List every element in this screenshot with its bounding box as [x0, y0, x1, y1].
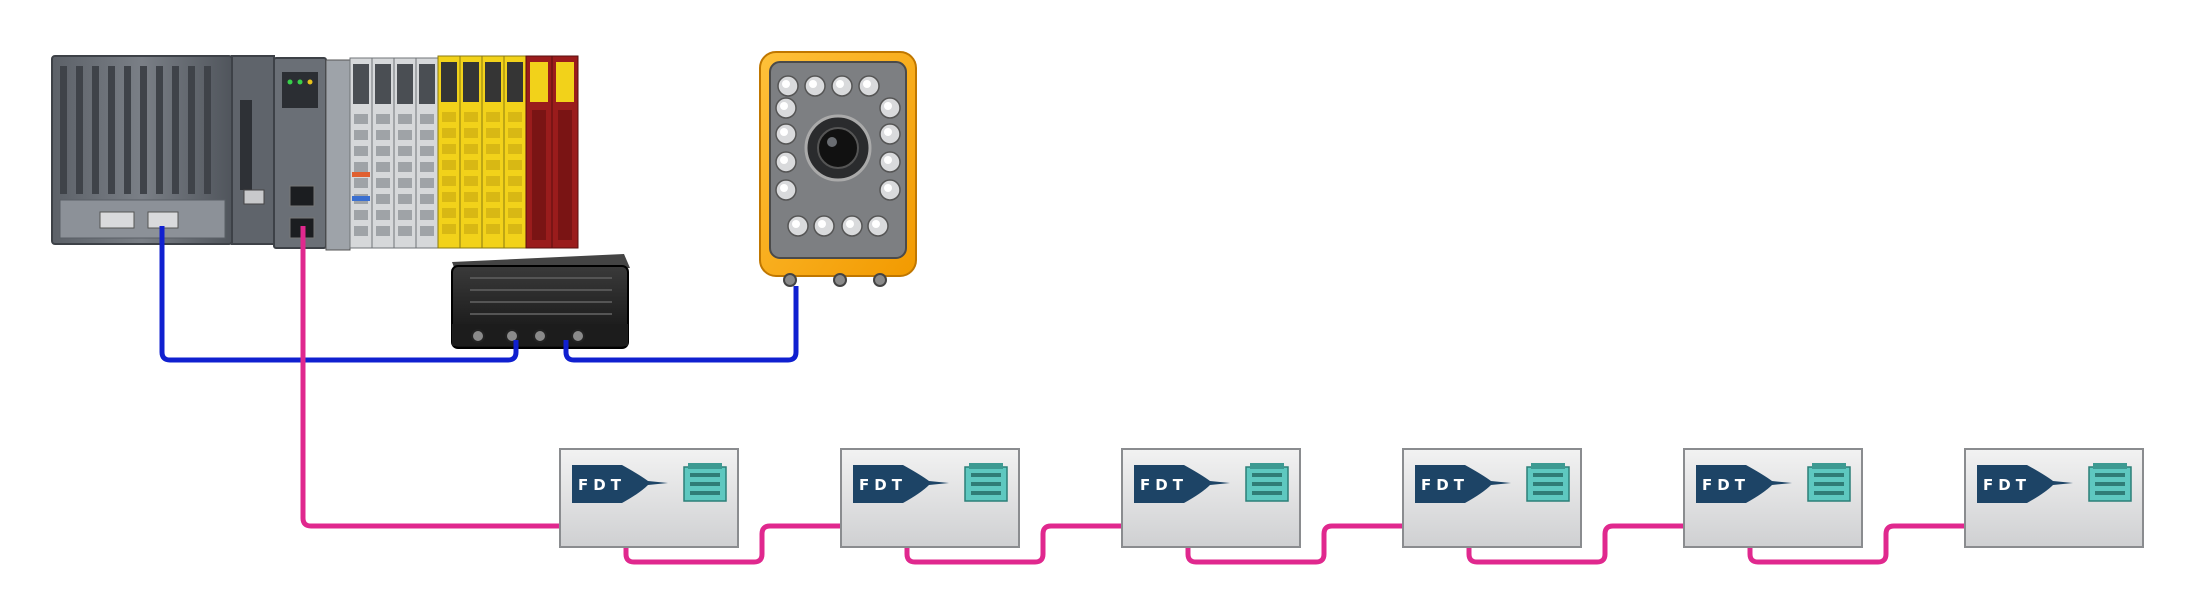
- io-module-icon: [1808, 463, 1850, 501]
- network-switch-icon: [452, 254, 630, 348]
- fdt-label: FDT: [578, 476, 626, 494]
- io-module-icon: [1527, 463, 1569, 501]
- fdt-device: FDT: [1965, 449, 2143, 547]
- fdt-label: FDT: [1702, 476, 1750, 494]
- fdt-device: FDT: [841, 449, 1019, 547]
- io-module-icon: [684, 463, 726, 501]
- io-module-icon: [965, 463, 1007, 501]
- fdt-device: FDT: [1403, 449, 1581, 547]
- fdt-device: FDT: [1122, 449, 1300, 547]
- smart-camera-icon: [760, 52, 916, 286]
- io-module-icon: [2089, 463, 2131, 501]
- fdt-device: FDT: [1684, 449, 1862, 547]
- fdt-label: FDT: [859, 476, 907, 494]
- plc-rack-icon: [52, 56, 578, 250]
- fdt-label: FDT: [1983, 476, 2031, 494]
- fdt-device: FDT: [560, 449, 738, 547]
- fdt-label: FDT: [1421, 476, 1469, 494]
- fdt-label: FDT: [1140, 476, 1188, 494]
- io-module-icon: [1246, 463, 1288, 501]
